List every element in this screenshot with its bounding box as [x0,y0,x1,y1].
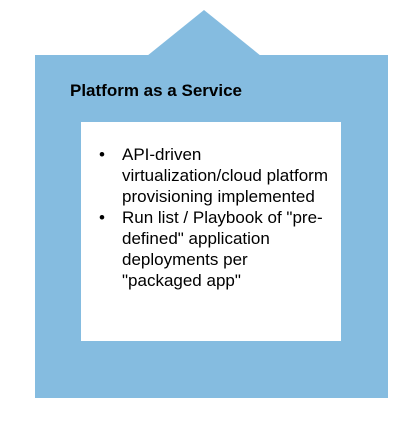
bullet-item: • Run list / Playbook of "pre-defined" a… [81,207,332,291]
diagram-title: Platform as a Service [70,81,242,100]
bullet-item: • API-driven virtualization/cloud platfo… [81,144,332,207]
bullet-marker: • [99,208,105,227]
bullet-text: Run list / Playbook of "pre-defined" app… [122,208,323,290]
house-roof [147,10,261,56]
bullet-text: API-driven virtualization/cloud platform… [122,145,328,206]
bullet-list: • API-driven virtualization/cloud platfo… [81,144,332,291]
content-box: • API-driven virtualization/cloud platfo… [81,122,341,341]
bullet-marker: • [99,145,105,164]
